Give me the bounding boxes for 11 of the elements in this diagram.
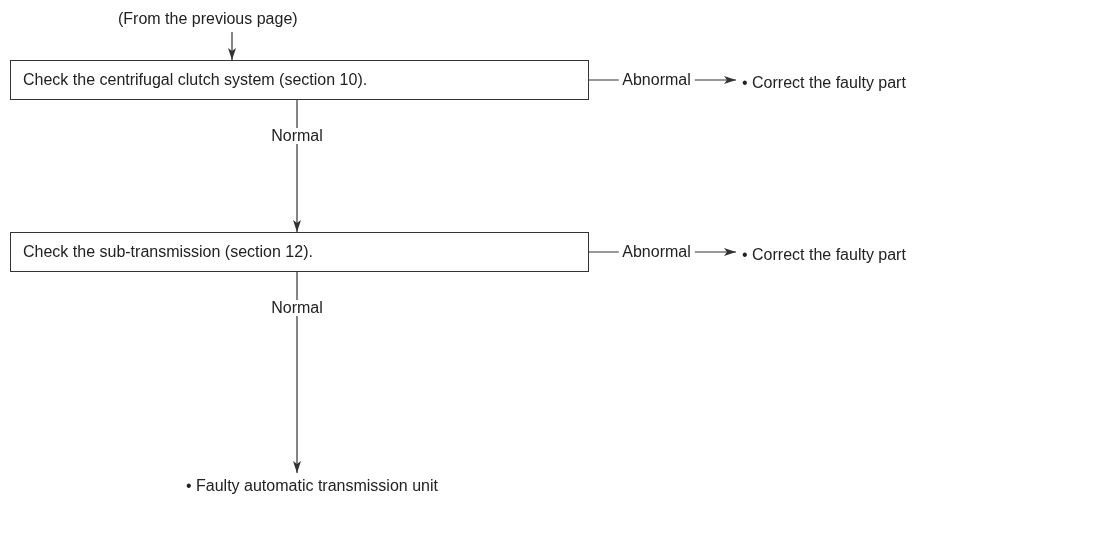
flow-text: • Faulty automatic transmission unit <box>186 473 526 499</box>
arrow <box>293 271 301 474</box>
process-box: Check the centrifugal clutch system (section 10). <box>10 60 589 100</box>
flow-text: (From the previous page) <box>118 6 358 32</box>
flow-text: • Correct the faulty part <box>742 70 1042 96</box>
edge-label: Abnormal <box>618 72 695 88</box>
process-box: Check the sub-transmission (section 12). <box>10 232 589 272</box>
flow-text: • Correct the faulty part <box>742 242 1042 268</box>
edge-label: Abnormal <box>618 244 695 260</box>
arrow <box>293 99 301 233</box>
arrow <box>228 31 236 61</box>
